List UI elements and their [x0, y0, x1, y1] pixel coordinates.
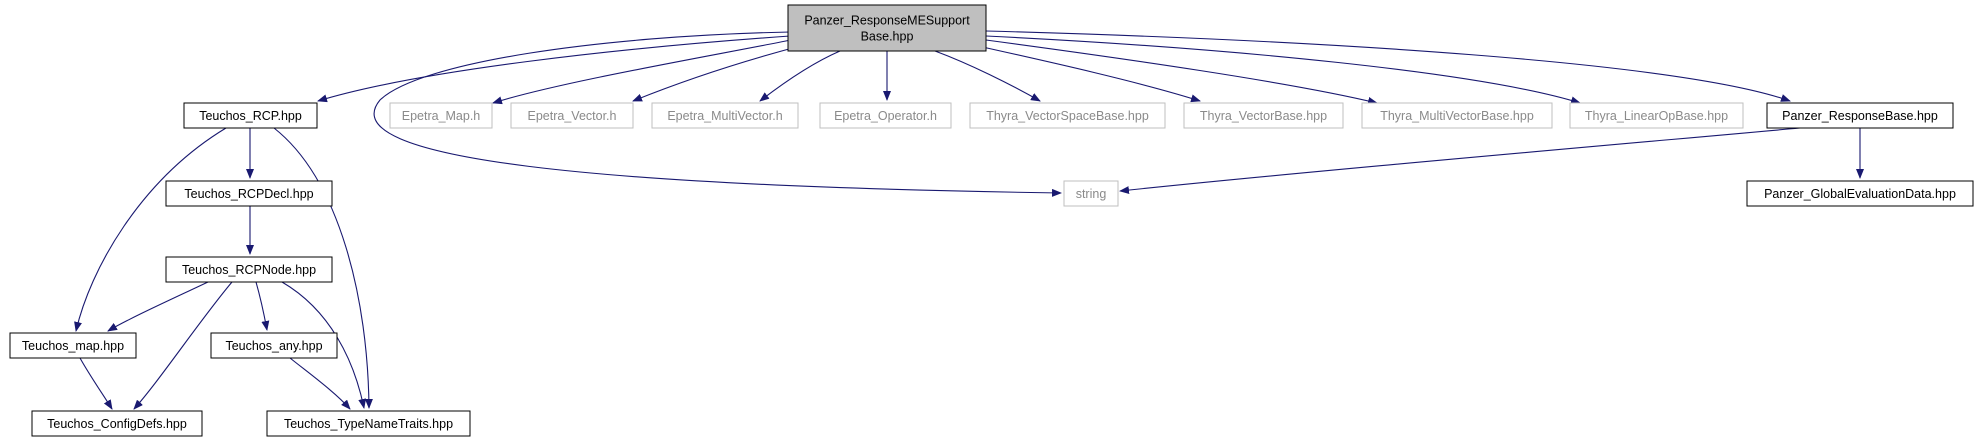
node-label: Teuchos_RCPNode.hpp: [182, 263, 316, 277]
node-label: Epetra_MultiVector.h: [667, 109, 782, 123]
node-box: [787, 4, 987, 52]
edge-root-to-responsebase: [985, 30, 1791, 102]
edge-responsebase-to-string: [1119, 127, 1801, 195]
node-panzer-globalevaluationdata-hpp[interactable]: Panzer_GlobalEvaluationData.hpp: [1746, 180, 1974, 207]
node-box: [389, 102, 493, 129]
node-label: Teuchos_RCP.hpp: [199, 109, 302, 123]
edge-root-to-epetra_vector: [632, 45, 801, 102]
node-box: [165, 180, 333, 207]
node-box: [266, 410, 471, 437]
node-thyra-vectorbase-hpp: Thyra_VectorBase.hpp: [1183, 102, 1344, 129]
edge-rcp-to-typenametraits: [273, 127, 373, 409]
edge-root-to-string: [373, 31, 1062, 197]
node-epetra-operator-h: Epetra_Operator.h: [819, 102, 952, 129]
edge-map-to-configdefs: [79, 357, 113, 410]
node-thyra-linearopbase-hpp: Thyra_LinearOpBase.hpp: [1569, 102, 1744, 129]
nodes-layer: Panzer_ResponseMESupportBase.hppTeuchos_…: [9, 4, 1974, 437]
node-label: string: [1076, 187, 1107, 201]
node-label: Teuchos_TypeNameTraits.hpp: [284, 417, 453, 431]
edge-rcp-to-map: [74, 127, 227, 332]
node-label: Thyra_VectorBase.hpp: [1200, 109, 1327, 123]
node-string: string: [1063, 180, 1119, 207]
node-box: [510, 102, 634, 129]
node-box: [1569, 102, 1744, 129]
node-label: Teuchos_any.hpp: [225, 339, 322, 353]
edge-root-to-rcp: [317, 35, 791, 103]
edge-root-to-thyra_multivectorbase: [985, 39, 1378, 105]
node-box: [165, 256, 333, 283]
node-epetra-multivector-h: Epetra_MultiVector.h: [651, 102, 799, 129]
node-label: Panzer_ResponseBase.hpp: [1782, 109, 1938, 123]
node-box: [1361, 102, 1553, 129]
node-teuchos-rcpnode-hpp[interactable]: Teuchos_RCPNode.hpp: [165, 256, 333, 283]
node-thyra-multivectorbase-hpp: Thyra_MultiVectorBase.hpp: [1361, 102, 1553, 129]
edge-root-to-thyra_vectorbase: [977, 45, 1201, 103]
node-label: Epetra_Operator.h: [834, 109, 937, 123]
node-thyra-vectorspacebase-hpp: Thyra_VectorSpaceBase.hpp: [969, 102, 1166, 129]
edge-root-to-epetra_multivector: [759, 50, 841, 102]
node-label: Panzer_GlobalEvaluationData.hpp: [1764, 187, 1956, 201]
edge-rcpnode-to-map: [107, 281, 209, 332]
node-teuchos-any-hpp[interactable]: Teuchos_any.hpp: [210, 332, 338, 359]
node-teuchos-typenametraits-hpp[interactable]: Teuchos_TypeNameTraits.hpp: [266, 410, 471, 437]
node-box: [819, 102, 952, 129]
node-box: [9, 332, 137, 359]
node-box: [31, 410, 203, 437]
node-label: Base.hpp: [861, 29, 914, 43]
node-label: Teuchos_map.hpp: [22, 339, 124, 353]
node-label: Thyra_MultiVectorBase.hpp: [1380, 109, 1534, 123]
node-teuchos-map-hpp[interactable]: Teuchos_map.hpp: [9, 332, 137, 359]
node-label: Teuchos_ConfigDefs.hpp: [47, 417, 187, 431]
node-teuchos-rcpdecl-hpp[interactable]: Teuchos_RCPDecl.hpp: [165, 180, 333, 207]
node-box: [1746, 180, 1974, 207]
node-box: [651, 102, 799, 129]
edge-rcpnode-to-any: [255, 281, 270, 331]
edge-any-to-typenametraits: [289, 357, 351, 410]
edge-root-to-thyra_vectorspacebase: [934, 50, 1041, 102]
edge-root-to-thyra_linearopbase: [985, 35, 1581, 105]
node-label: Epetra_Map.h: [402, 109, 481, 123]
node-label: Thyra_LinearOpBase.hpp: [1585, 109, 1728, 123]
node-epetra-map-h: Epetra_Map.h: [389, 102, 493, 129]
node-label: Panzer_ResponseMESupport: [804, 13, 970, 27]
node-epetra-vector-h: Epetra_Vector.h: [510, 102, 634, 129]
edges-layer: [74, 30, 1864, 410]
node-label: Thyra_VectorSpaceBase.hpp: [986, 109, 1149, 123]
edge-rcpnode-to-configdefs: [133, 281, 233, 410]
node-box: [969, 102, 1166, 129]
node-box: [1766, 102, 1954, 129]
node-box: [210, 332, 338, 359]
node-box: [183, 102, 318, 129]
node-teuchos-rcp-hpp[interactable]: Teuchos_RCP.hpp: [183, 102, 318, 129]
edge-root-to-epetra_map: [492, 39, 792, 105]
node-box: [1063, 180, 1119, 207]
node-label: Epetra_Vector.h: [528, 109, 617, 123]
node-label: Teuchos_RCPDecl.hpp: [184, 187, 313, 201]
node-teuchos-configdefs-hpp[interactable]: Teuchos_ConfigDefs.hpp: [31, 410, 203, 437]
node-panzer-responsebase-hpp[interactable]: Panzer_ResponseBase.hpp: [1766, 102, 1954, 129]
node-box: [1183, 102, 1344, 129]
